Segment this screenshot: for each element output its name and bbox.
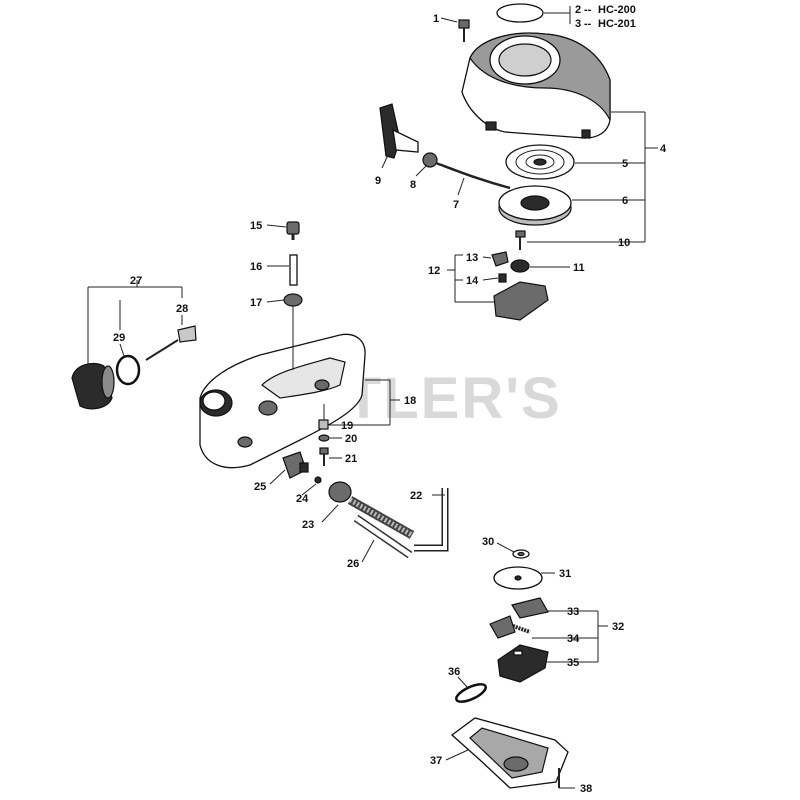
callout-14: 14 — [466, 275, 479, 287]
model-label-2-dashes: -- — [584, 4, 592, 16]
part-33-clutch-shoe — [511, 597, 549, 619]
callout-22: 22 — [410, 490, 422, 502]
part-18-fuel-tank — [199, 333, 366, 469]
callout-15: 15 — [250, 220, 262, 232]
callout-38: 38 — [580, 783, 592, 795]
callout-31: 31 — [559, 568, 571, 580]
model-label-3-dashes: -- — [584, 18, 592, 30]
part-29-gasket — [115, 354, 141, 386]
part-20-washer — [318, 434, 330, 442]
callout-25: 25 — [254, 481, 266, 493]
leader-lines — [87, 6, 658, 789]
callout-12: 12 — [428, 265, 440, 277]
callout-8: 8 — [410, 179, 416, 191]
callout-9: 9 — [375, 175, 381, 187]
part-7-starter-rope — [435, 161, 511, 190]
part-28-fuel-filter — [145, 325, 197, 361]
part-6-rope-pulley — [498, 185, 572, 226]
callout-11: 11 — [573, 262, 585, 274]
part-25-fitting — [282, 451, 309, 479]
clutch-shoe-lower — [489, 615, 516, 639]
part-17-grommet — [283, 293, 303, 307]
callout-10: 10 — [618, 237, 630, 249]
model-label-2-text: HC-200 — [598, 4, 636, 16]
part-27-fuel-cap — [71, 362, 115, 410]
part-23-bushing — [328, 481, 352, 503]
callout-labels: 1 2 -- HC-200 3 -- HC-201 4 5 6 7 8 9 10… — [113, 4, 667, 795]
callout-26: 26 — [347, 558, 359, 570]
model-label-3-text: HC-201 — [598, 18, 636, 30]
callout-5: 5 — [622, 158, 628, 170]
callout-6: 6 — [622, 195, 628, 207]
part-19-collar — [318, 419, 329, 430]
part-9-starter-handle — [379, 103, 419, 159]
callout-36: 36 — [448, 666, 460, 678]
callout-4: 4 — [660, 143, 667, 155]
part-10-screw — [515, 230, 526, 250]
part-1-screw — [458, 19, 470, 42]
callout-21: 21 — [345, 453, 357, 465]
callout-28: 28 — [176, 303, 188, 315]
part-8-rope-guide — [422, 152, 438, 168]
callout-16: 16 — [250, 261, 262, 273]
model-label-2-number: 2 — [575, 4, 581, 16]
callout-35: 35 — [567, 657, 579, 669]
part-35-clutch-hub — [497, 644, 549, 683]
starter-assembly — [379, 3, 611, 321]
callout-29: 29 — [113, 332, 125, 344]
callout-32: 32 — [612, 621, 624, 633]
part-2-3-label-disk — [496, 3, 544, 23]
part-37-base — [450, 717, 569, 789]
callout-17: 17 — [250, 297, 262, 309]
callout-18: 18 — [404, 395, 416, 407]
part-13-pawl — [491, 251, 509, 267]
part-36-o-ring — [455, 683, 487, 703]
part-21-bolt — [319, 447, 329, 466]
part-16-tube — [289, 254, 298, 286]
model-label-3-number: 3 — [575, 18, 581, 30]
part-12-ratchet — [493, 281, 549, 321]
part-15-vent-cap — [286, 221, 300, 235]
part-5-recoil-spring — [505, 144, 575, 180]
callout-27: 27 — [130, 275, 142, 287]
callout-34: 34 — [567, 633, 580, 645]
callout-37: 37 — [430, 755, 442, 767]
clutch-assembly — [450, 549, 569, 789]
part-14-spring — [498, 273, 507, 283]
part-4-starter-cover — [461, 32, 611, 139]
callout-30: 30 — [482, 536, 494, 548]
callout-23: 23 — [302, 519, 314, 531]
callout-7: 7 — [453, 199, 459, 211]
fuel-tank-assembly — [71, 221, 449, 559]
part-11-washer — [510, 259, 530, 273]
callout-33: 33 — [567, 606, 579, 618]
flex-shaft-spring — [347, 496, 415, 539]
callout-20: 20 — [345, 433, 357, 445]
callout-24: 24 — [296, 493, 309, 505]
callout-13: 13 — [466, 252, 478, 264]
callout-1: 1 — [433, 13, 439, 25]
part-24-o-ring — [314, 476, 322, 484]
callout-19: 19 — [341, 420, 353, 432]
